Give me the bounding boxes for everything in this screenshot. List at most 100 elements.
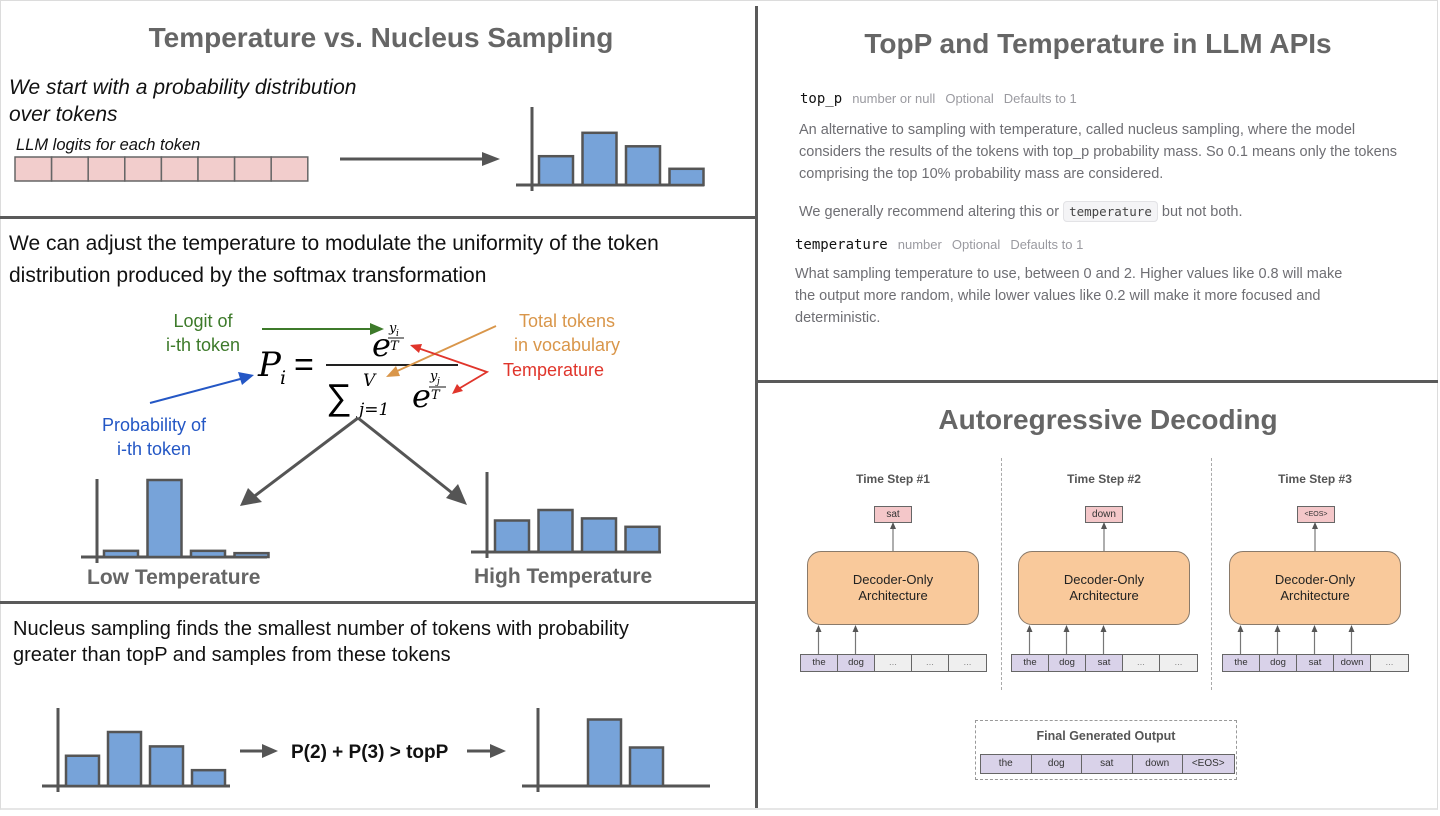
temperature-desc-2: the output more random, while lower valu… (795, 288, 1321, 304)
logit-cell (87, 156, 126, 182)
sum-lower: j=1 (355, 400, 389, 420)
token: dog (1049, 655, 1086, 671)
token: ... (1160, 655, 1197, 671)
logit-cell (124, 156, 163, 182)
decoder-label-line-1: Decoder-Only (852, 572, 934, 587)
numerator-t: T (390, 339, 400, 354)
token: dog (1260, 655, 1297, 671)
branch-arrow-high (357, 416, 467, 505)
high-temperature-chart (471, 472, 661, 558)
nucleus-graphics: P(2) + P(3) > topP (42, 708, 710, 792)
total-annotation-line-2: in vocabulary (513, 335, 621, 355)
distribution-bar (586, 718, 623, 788)
denominator-y: y (429, 369, 438, 384)
logit-cells (14, 156, 309, 182)
distribution-bar (146, 478, 183, 559)
input-arrowhead (1237, 625, 1244, 632)
step-1-arrows (815, 522, 896, 654)
input-arrowhead (1063, 625, 1070, 632)
decoder-label-line-2: Architecture (1280, 588, 1350, 603)
top-p-name: top_p (800, 91, 843, 107)
numerator-e: e (372, 326, 391, 364)
total-tokens-annotation: Total tokens in vocabulary (502, 309, 632, 357)
low-temperature-label: Low Temperature (87, 566, 261, 589)
denominator-y-sub: j (435, 377, 440, 387)
token: the (1223, 655, 1260, 671)
distribution-bar (189, 549, 227, 559)
formula-numerator: e y i T (372, 321, 404, 364)
prob-annotation-line-1: Probability of (101, 415, 207, 435)
token: sat (1086, 655, 1123, 671)
distribution-bar (102, 549, 140, 559)
time-step-3-decoder: Decoder-Only Architecture (1229, 551, 1401, 625)
recommend-suffix: but not both. (1161, 204, 1243, 220)
token: ... (912, 655, 949, 671)
logit-arrow (262, 323, 384, 335)
output-arrowhead (890, 522, 896, 529)
logit-cell (233, 156, 272, 182)
distribution-bar (624, 525, 661, 554)
decoder-label-line-1: Decoder-Only (1274, 572, 1356, 587)
sum-upper: V (363, 371, 377, 391)
temperature-desc-1: What sampling temperature to use, betwee… (795, 266, 1343, 282)
vertical-divider (755, 6, 758, 808)
temperature-default: Defaults to 1 (1010, 237, 1084, 252)
logit-annotation-line-1: Logit of (173, 311, 233, 331)
nucleus-text-line-1: Nucleus sampling finds the smallest numb… (13, 618, 629, 640)
temperature-header: temperature number Optional Defaults to … (795, 234, 1083, 256)
distribution-bar (106, 730, 143, 788)
input-arrowhead (1274, 625, 1281, 632)
distribution-bar (148, 745, 185, 788)
top-p-optional: Optional (945, 91, 994, 106)
temperature-name: temperature (795, 237, 888, 253)
step-separator-1 (1001, 458, 1002, 690)
low-temperature-chart (81, 478, 270, 563)
arrow-to-distribution (340, 152, 500, 166)
final-token: dog (1031, 755, 1082, 773)
distribution-bar (580, 517, 618, 554)
token: sat (1297, 655, 1334, 671)
input-arrowhead (852, 625, 859, 632)
intro-line-1: We start with a probability distribution (9, 76, 357, 99)
distribution-bar (628, 746, 665, 788)
decoder-label-line-1: Decoder-Only (1063, 572, 1145, 587)
distribution-bar (190, 768, 227, 788)
distribution-bar (668, 167, 705, 187)
logit-cell (270, 156, 309, 182)
distribution-bar (233, 551, 270, 559)
time-step-3-tokens: the dog sat down ... (1222, 654, 1409, 672)
input-arrowhead (815, 625, 822, 632)
recommend-prefix: We generally recommend altering this or (799, 204, 1060, 220)
total-tokens-arrow (386, 325, 497, 377)
recommend-code: temperature (1063, 201, 1158, 222)
top-p-desc-3: comprising the top 10% probability mass … (799, 166, 1164, 182)
distribution-bar (493, 519, 531, 554)
formula-lhs: P i = (257, 345, 314, 389)
time-step-1-title: Time Step #1 (856, 472, 930, 486)
logit-annotation-line-2: i-th token (165, 335, 241, 355)
distribution-bar (581, 131, 618, 187)
input-arrowhead (1348, 625, 1355, 632)
formula-equals: = (294, 346, 314, 384)
temperature-arrows (410, 344, 490, 394)
distribution-bar (624, 145, 662, 187)
top-p-desc-2: considers the results of the tokens with… (799, 144, 1398, 160)
distribution-bar (537, 154, 575, 187)
token: down (1334, 655, 1371, 671)
temperature-optional: Optional (951, 237, 1001, 252)
temp-text-line-1: We can adjust the temperature to modulat… (9, 232, 659, 255)
token: ... (1123, 655, 1160, 671)
left-title: Temperature vs. Nucleus Sampling (148, 22, 614, 53)
denominator-t: T (431, 388, 441, 403)
token: dog (838, 655, 875, 671)
output-arrowhead (1312, 522, 1318, 529)
formula-denominator: ∑ V j=1 e y j T (326, 369, 446, 420)
top-p-desc-1: An alternative to sampling with temperat… (799, 122, 1356, 138)
temperature-annotation: Temperature (503, 360, 605, 380)
time-step-2-decoder: Decoder-Only Architecture (1018, 551, 1190, 625)
prob-annotation-line-2: i-th token (116, 439, 192, 459)
temperature-type: number (897, 237, 942, 252)
decoder-label-line-2: Architecture (858, 588, 928, 603)
temp-text-line-2: distribution produced by the softmax tra… (9, 264, 487, 287)
